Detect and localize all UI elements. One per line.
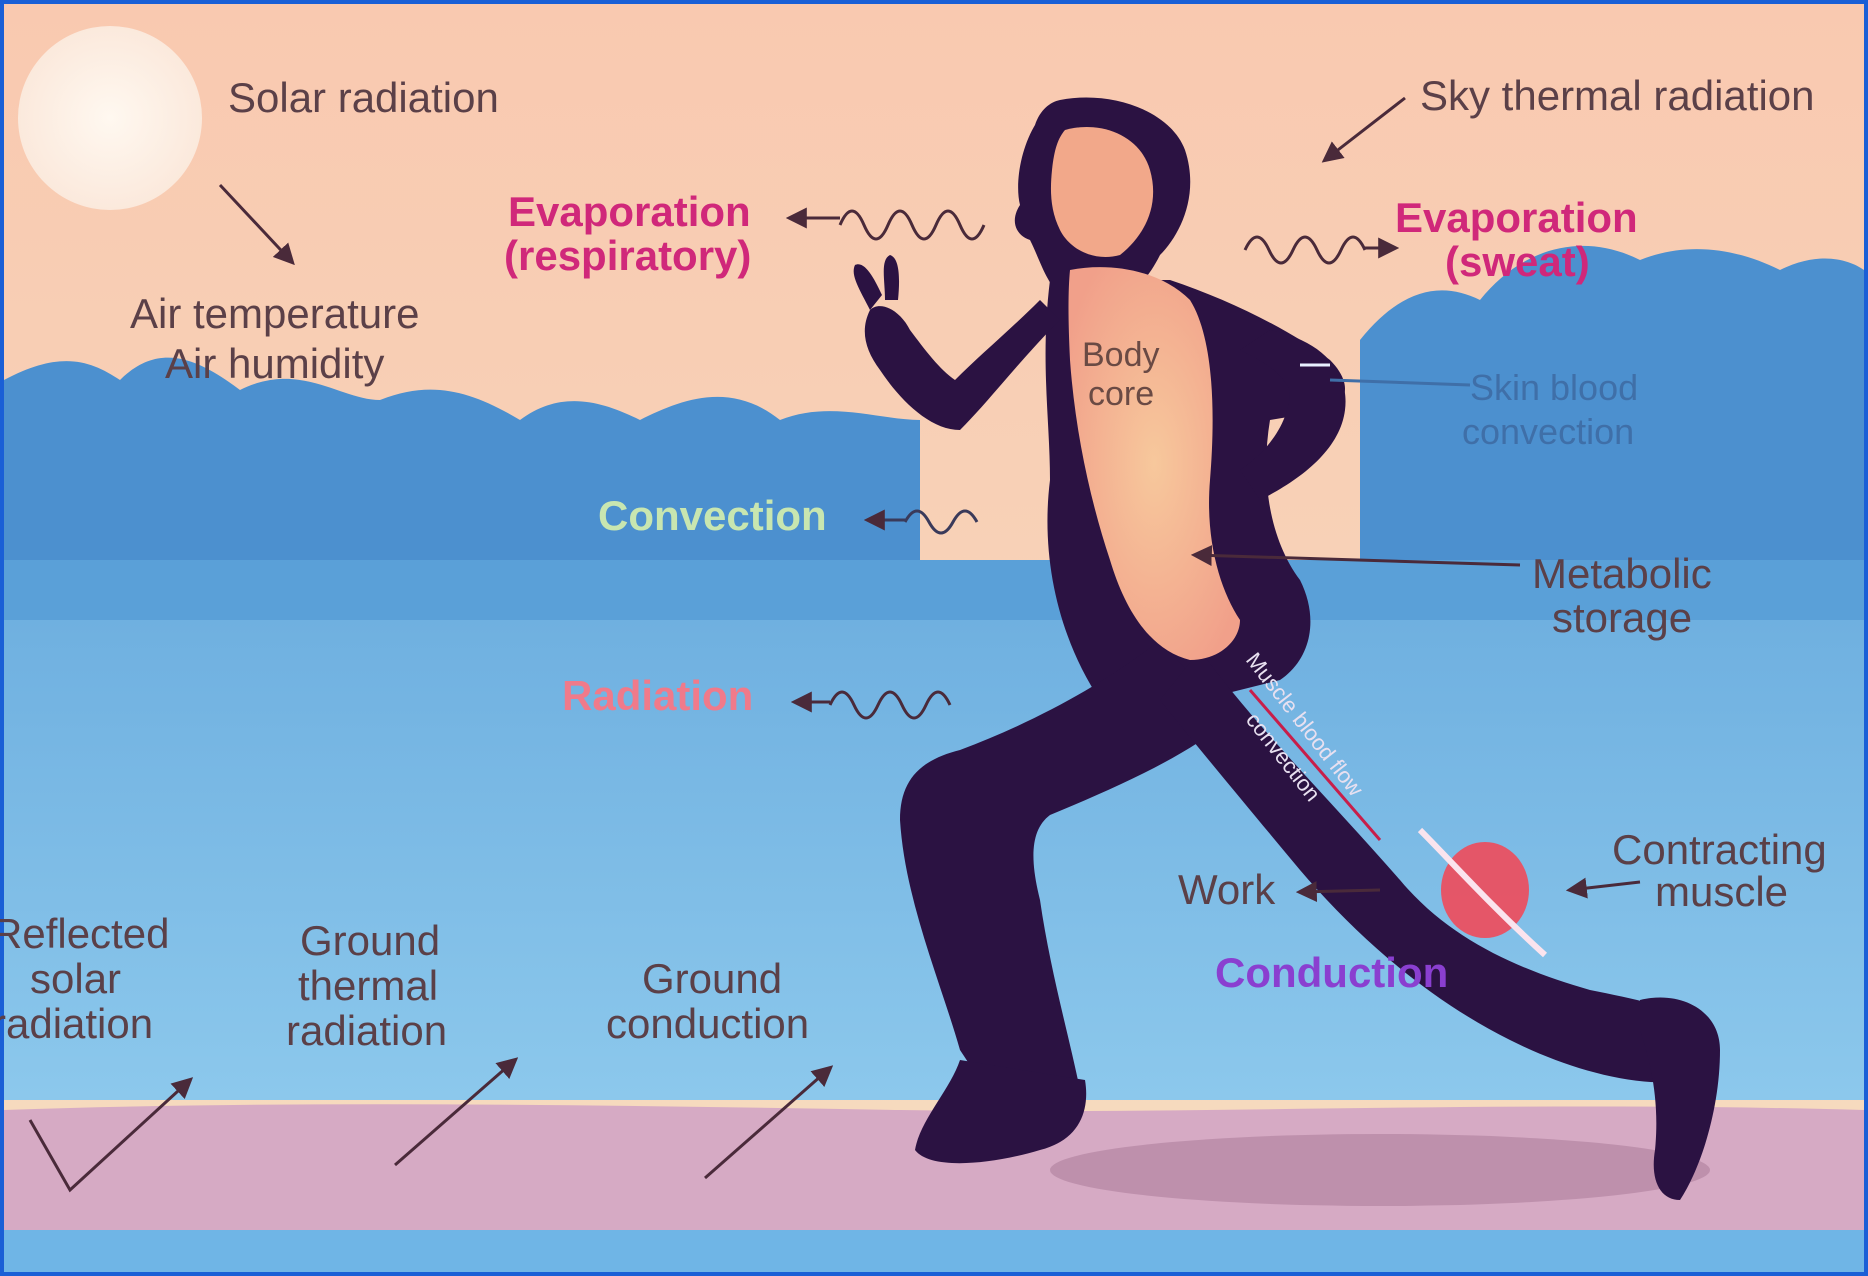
label-metabolic-sub: storage [1552, 594, 1692, 641]
label-contracting: Contracting [1612, 826, 1827, 873]
label-body-core-sub: core [1088, 375, 1154, 413]
label-metabolic: Metabolic [1532, 550, 1712, 597]
label-evaporation-sweat-sub: (sweat) [1445, 238, 1590, 285]
label-evaporation-sweat: Evaporation [1395, 194, 1638, 241]
label-ground-thermal-sub: thermal [298, 962, 438, 1009]
label-convection: Convection [598, 492, 827, 539]
label-reflected: Reflected [0, 910, 169, 957]
ground-edge [4, 1230, 1864, 1272]
label-skin-blood-sub: convection [1462, 411, 1634, 452]
label-sky-thermal-radiation: Sky thermal radiation [1420, 72, 1815, 119]
label-conduction: Conduction [1215, 949, 1448, 996]
label-contracting-sub: muscle [1655, 868, 1788, 915]
label-air-humidity: Air humidity [165, 340, 384, 387]
label-ground-thermal: Ground [300, 917, 440, 964]
label-air-temperature: Air temperature [130, 290, 419, 337]
label-evaporation-respiratory-sub: (respiratory) [504, 232, 751, 279]
label-ground-conduction-sub: conduction [606, 1000, 809, 1047]
work-arrow [1300, 890, 1380, 892]
label-body-core: Body [1082, 336, 1160, 374]
label-evaporation-respiratory: Evaporation [508, 188, 751, 235]
label-reflected-solar: solar [30, 955, 121, 1002]
label-radiation: Radiation [562, 672, 753, 719]
runner-shadow [1050, 1134, 1710, 1206]
label-reflected-radiation: radiation [0, 1000, 153, 1047]
sun-icon [18, 26, 202, 210]
label-ground-thermal-radiation: radiation [286, 1007, 447, 1054]
label-work: Work [1178, 866, 1276, 913]
label-solar-radiation: Solar radiation [228, 74, 499, 121]
label-ground-conduction: Ground [642, 955, 782, 1002]
label-skin-blood: Skin blood [1470, 367, 1638, 408]
